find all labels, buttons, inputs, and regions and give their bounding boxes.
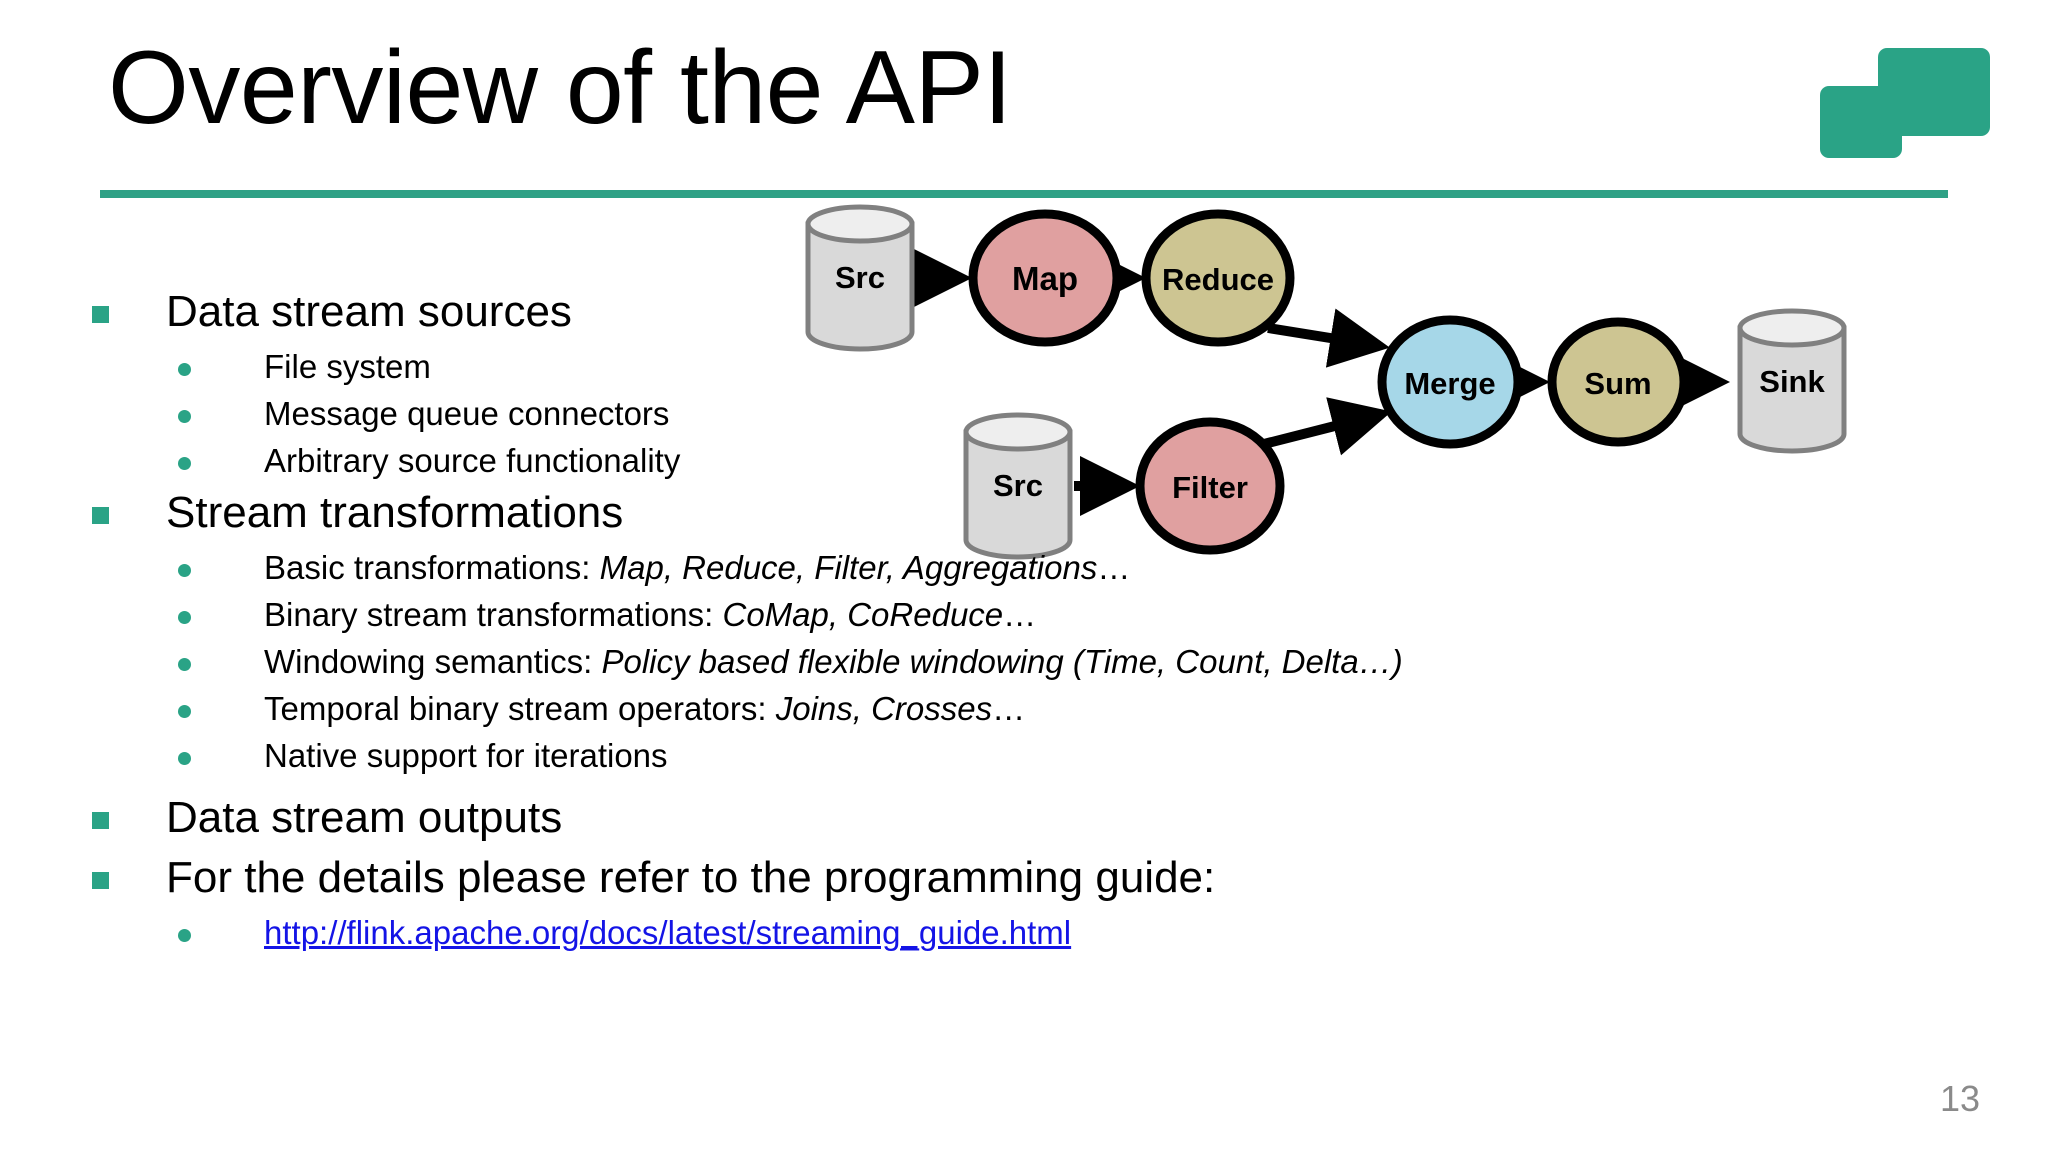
diagram-node-sum: Sum — [1547, 317, 1689, 447]
diagram-node-map: Map — [968, 209, 1122, 347]
bullet-text: Message queue connectors — [264, 395, 670, 432]
bullet-dot-icon — [178, 410, 191, 423]
bullet-file-system: File system — [92, 350, 1912, 390]
bullet-dot-icon — [178, 363, 191, 376]
brand-logo — [1820, 48, 1990, 158]
bullet-dot-icon — [178, 611, 191, 624]
bullet-text-emphasis: Policy based flexible windowing (Time, C… — [601, 643, 1403, 680]
bullet-text: For the details please refer to the prog… — [166, 853, 1216, 902]
bullet-windowing-semantics: Windowing semantics: Policy based flexib… — [92, 645, 1912, 685]
bullet-stream-transformations: Stream transformations — [92, 491, 1912, 545]
bullet-text-emphasis: Map, Reduce, Filter, Aggregations — [599, 549, 1098, 586]
bullet-native-support-for-iterations: Native support for iterations — [92, 739, 1912, 779]
bullet-text: Data stream sources — [166, 287, 572, 336]
diagram-node-src-top: Src — [805, 204, 915, 352]
bullet-temporal-binary-stream-operators: Temporal binary stream operators: Joins,… — [92, 692, 1912, 732]
bullet-data-stream-outputs: Data stream outputs — [92, 796, 1912, 850]
bullet-text: File system — [264, 348, 431, 385]
bullet-dot-icon — [178, 564, 191, 577]
node-label-map: Map — [1012, 260, 1078, 297]
title-divider — [100, 190, 1948, 198]
bullet-square-icon — [92, 306, 109, 323]
bullet-text-emphasis: CoMap, CoReduce — [722, 596, 1004, 633]
bullet-message-queue-connectors: Message queue connectors — [92, 397, 1912, 437]
node-label-src-top: Src — [835, 260, 885, 295]
bullet-text: Data stream outputs — [166, 793, 563, 842]
page-number: 13 — [1939, 1078, 1980, 1119]
bullet-binary-stream-transformations: Binary stream transformations: CoMap, Co… — [92, 598, 1912, 638]
bullet-programming-guide-link: http://flink.apache.org/docs/latest/stre… — [92, 916, 1912, 956]
bullet-dot-icon — [178, 705, 191, 718]
diagram-node-src-bottom: Src — [963, 412, 1073, 560]
diagram-node-reduce: Reduce — [1141, 209, 1295, 347]
node-label-filter: Filter — [1172, 470, 1248, 505]
dataflow-pipeline-diagram: Src Map Reduce Src Filter — [740, 196, 1920, 576]
bullet-list: Data stream sources File system Message … — [92, 290, 1912, 963]
bullet-dot-icon — [178, 658, 191, 671]
diagram-node-merge: Merge — [1377, 315, 1523, 449]
edge-filter-to-merge — [1262, 397, 1392, 456]
bullet-text-lead: Temporal binary stream operators: — [264, 690, 776, 727]
bullet-square-icon — [92, 872, 109, 889]
node-label-sum: Sum — [1584, 366, 1651, 401]
page-title: Overview of the API — [108, 30, 1012, 146]
node-label-reduce: Reduce — [1162, 262, 1274, 297]
bullet-text-emphasis: Joins, Crosses — [775, 690, 993, 727]
bullet-text-lead: Basic transformations: — [264, 549, 600, 586]
bullet-text: Arbitrary source functionality — [264, 442, 681, 479]
node-label-merge: Merge — [1404, 366, 1495, 401]
bullet-dot-icon — [178, 752, 191, 765]
bullet-dot-icon — [178, 457, 191, 470]
bullet-text: Native support for iterations — [264, 737, 668, 774]
bullet-basic-transformations: Basic transformations: Map, Reduce, Filt… — [92, 551, 1912, 591]
bullet-text-lead: Windowing semantics: — [264, 643, 602, 680]
node-label-sink: Sink — [1759, 364, 1825, 399]
diagram-edges — [912, 248, 1730, 516]
bullet-text-tail: … — [992, 690, 1026, 727]
bullet-text-tail: … — [1003, 596, 1037, 633]
bullet-programming-guide: For the details please refer to the prog… — [92, 856, 1912, 910]
bullet-text: Stream transformations — [166, 488, 624, 537]
programming-guide-link[interactable]: http://flink.apache.org/docs/latest/stre… — [264, 914, 1072, 951]
node-label-src-bottom: Src — [993, 468, 1043, 503]
bullet-square-icon — [92, 507, 109, 524]
bullet-data-stream-sources: Data stream sources — [92, 290, 1912, 344]
bullet-text-tail: … — [1097, 549, 1131, 586]
diagram-node-filter: Filter — [1135, 417, 1285, 555]
bullet-dot-icon — [178, 929, 191, 942]
logo-square-front — [1878, 48, 1990, 136]
diagram-node-sink: Sink — [1737, 308, 1847, 454]
bullet-arbitrary-source-functionality: Arbitrary source functionality — [92, 444, 1912, 484]
edge-reduce-to-merge — [1267, 308, 1390, 368]
bullet-text-lead: Binary stream transformations: — [264, 596, 723, 633]
bullet-square-icon — [92, 812, 109, 829]
